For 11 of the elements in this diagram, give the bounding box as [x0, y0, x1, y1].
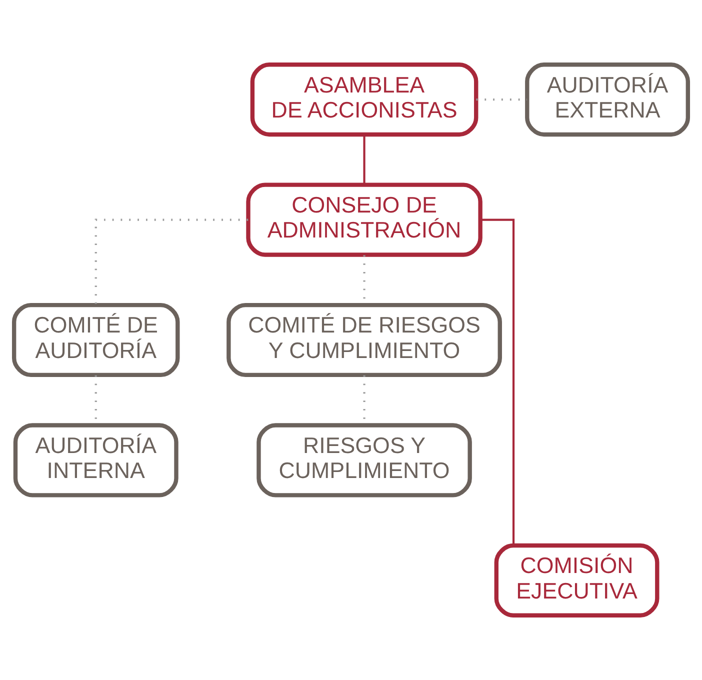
node-box: AUDITORÍA EXTERNA [525, 62, 690, 137]
node-box: COMITÉ DE AUDITORÍA [12, 302, 180, 378]
node-box: COMITÉ DE RIESGOS Y CUMPLIMIENTO [226, 302, 502, 378]
connector [363, 134, 366, 185]
node-box: CONSEJO DE ADMINISTRACIÓN [246, 182, 482, 257]
node-box: AUDITORÍA INTERNA [13, 423, 178, 498]
node-box: COMISIÓN EJECUTIVA [494, 543, 660, 618]
connector [94, 218, 248, 305]
node-box: RIESGOS Y CUMPLIMIENTO [256, 423, 472, 498]
node-box: ASAMBLEA DE ACCIONISTAS [250, 62, 478, 137]
connector [480, 218, 515, 546]
